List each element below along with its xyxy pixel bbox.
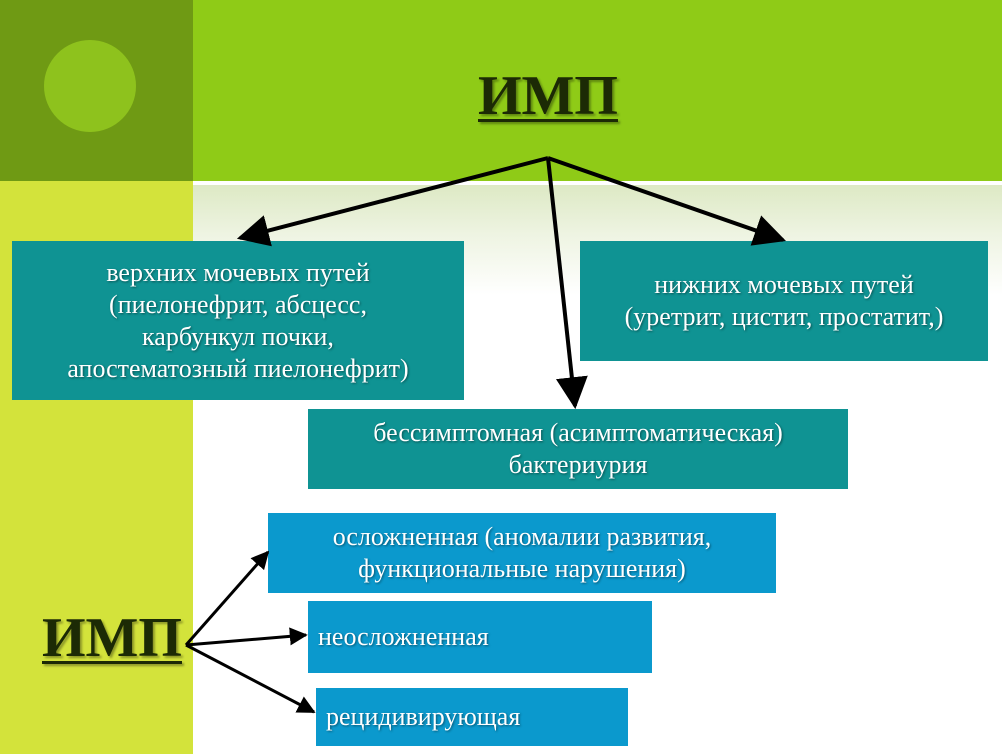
box-line: апостематозный пиелонефрит): [67, 353, 409, 383]
box-line: бактериурия: [508, 450, 648, 479]
header-band: [193, 0, 1002, 181]
arrow-to-uncomplicated: [185, 627, 308, 647]
box-line: верхних мочевых путей: [106, 257, 370, 287]
title-top: ИМП: [478, 65, 618, 127]
box-complicated: осложненная (аномалии развития, функцион…: [268, 513, 776, 593]
arrow-to-complicated: [184, 550, 270, 646]
box-line: осложненная (аномалии развития,: [332, 522, 712, 551]
arrow-to-asymptomatic: [546, 157, 588, 410]
box-line: бессимптомная (асимптоматическая): [373, 418, 783, 447]
box-upper-urinary-tract: верхних мочевых путей (пиелонефрит, абсц…: [12, 241, 464, 400]
box-label: неосложненная: [318, 622, 489, 651]
arrow-to-upper-tract: [236, 156, 549, 247]
box-uncomplicated: неосложненная: [308, 601, 652, 673]
box-line: (уретрит, цистит, простатит,): [624, 302, 944, 331]
arrow-to-recurrent: [185, 643, 316, 714]
box-line: (пиелонефрит, абсцесс,: [109, 289, 367, 319]
box-line: карбункул почки,: [142, 321, 334, 351]
box-label: рецидивирующая: [326, 702, 521, 731]
box-line: функциональные нарушения): [358, 554, 686, 583]
box-lower-urinary-tract: нижних мочевых путей (уретрит, цистит, п…: [580, 241, 988, 361]
box-recurrent: рецидивирующая: [316, 688, 628, 746]
box-asymptomatic-bacteriuria: бессимптомная (асимптоматическая) бактер…: [308, 409, 848, 489]
header-divider: [193, 181, 1002, 185]
arrow-to-lower-tract: [547, 156, 787, 246]
title-bottom: ИМП: [42, 607, 182, 669]
decorative-circle: [44, 40, 136, 132]
box-line: нижних мочевых путей: [654, 270, 914, 299]
